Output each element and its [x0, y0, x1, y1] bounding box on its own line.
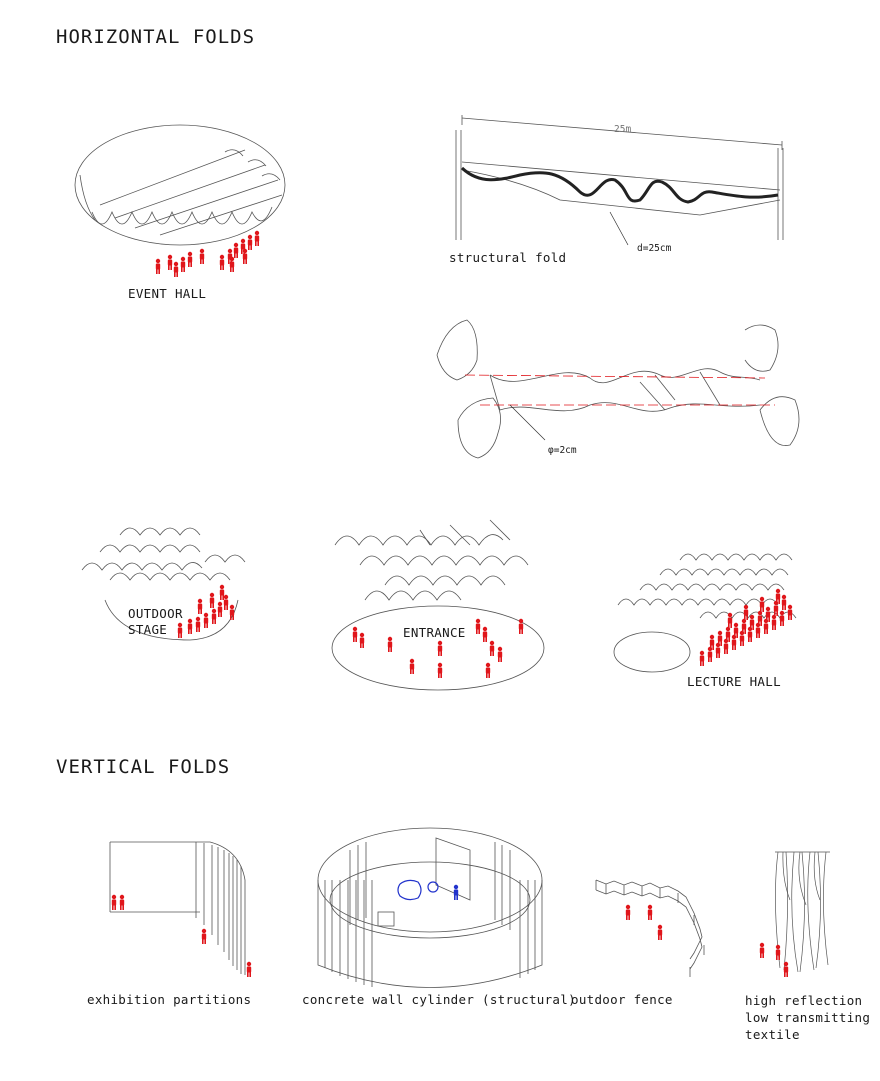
textile-line1: high reflection: [745, 993, 863, 1008]
cylinder-blue-figure: [453, 884, 459, 900]
rod-dimension: φ=2cm: [548, 445, 577, 456]
textile-line2: low transmitting: [745, 1010, 871, 1025]
hands-fold-drawing: [436, 319, 800, 459]
span-dimension: 25m: [614, 124, 632, 135]
entrance-drawing: [331, 519, 545, 691]
outdoor-stage-line2: STAGE: [128, 622, 168, 637]
fold-dim-leader: [609, 211, 629, 246]
outdoor-fence-drawing: [595, 879, 705, 977]
exhibition-people: [111, 894, 252, 977]
concrete-cylinder-label: concrete wall cylinder (structural): [302, 992, 576, 1007]
fence-people: [625, 904, 663, 940]
concrete-cylinder-drawing: [317, 827, 543, 988]
rod-lines: [464, 374, 775, 406]
cylinder-blue-objects: [397, 879, 439, 901]
structural-fold-drawing: [455, 115, 784, 240]
exhibition-partitions-drawing: [109, 841, 246, 975]
lecture-hall-label: LECTURE HALL: [687, 674, 781, 689]
textile-line3: textile: [745, 1027, 800, 1042]
outdoor-fence-label: outdoor fence: [571, 992, 673, 1007]
exhibition-partitions-label: exhibition partitions: [87, 992, 252, 1007]
textile-people: [759, 942, 789, 977]
vertical-folds-title: VERTICAL FOLDS: [56, 756, 231, 778]
event-hall-drawing: [74, 124, 286, 246]
event-hall-label: EVENT HALL: [128, 286, 207, 301]
horizontal-folds-title: HORIZONTAL FOLDS: [56, 26, 256, 48]
outdoor-stage-people: [177, 584, 235, 638]
outdoor-stage-drawing: [81, 527, 246, 641]
lecture-hall-people: [699, 588, 793, 666]
textile-drawing: [775, 851, 830, 973]
textile-label: high reflection low transmitting textile: [745, 992, 870, 1043]
fold-dimension: d=25cm: [637, 243, 672, 254]
entrance-label: ENTRANCE: [403, 625, 466, 640]
outdoor-stage-line1: OUTDOOR: [128, 606, 183, 621]
structural-fold-label: structural fold: [449, 250, 567, 265]
event-hall-people: [155, 230, 260, 277]
outdoor-stage-label: OUTDOOR STAGE: [128, 606, 183, 638]
rod-dim-leader: [509, 404, 546, 441]
structural-fold-curve: [460, 166, 779, 204]
